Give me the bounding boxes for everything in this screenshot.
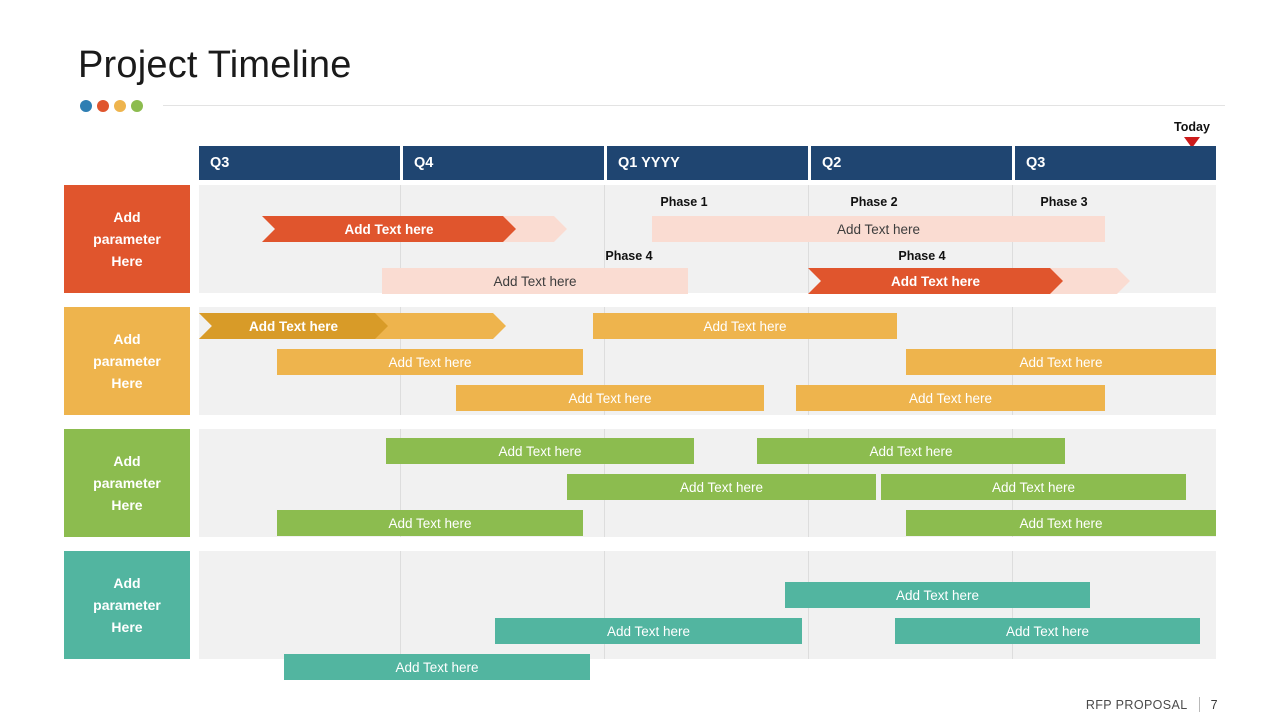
gantt-bar[interactable]: Add Text here [382,268,688,294]
today-marker: Today [1152,120,1232,148]
gantt-bar[interactable]: Add Text here [895,618,1200,644]
page-number: 7 [1210,697,1218,712]
accent-dot-4 [131,100,143,112]
gantt-bar[interactable]: Add Text here [906,510,1216,536]
gantt-bar[interactable]: Add Text here [757,438,1065,464]
row-track: Phase 1 Phase 2 Phase 3 Phase 4 Phase 4 Add T… [199,185,1216,294]
phase-caption: Phase 1 [660,195,708,209]
phase-caption: Phase 2 [850,195,898,209]
gridline [400,551,401,659]
chevron-progress: Add Text here [262,216,516,242]
phase-caption: Phase 4 [605,249,653,263]
gridline [604,551,605,659]
gridline [604,185,605,293]
gridline [400,429,401,537]
quarter-header-3[interactable]: Q1 YYYY [607,146,808,180]
phase-caption: Phase 4 [898,249,946,263]
gantt-bar[interactable]: Add Text here [277,349,583,375]
chevron-progress: Add Text here [808,268,1063,294]
gantt-bar[interactable]: Add Text here [906,349,1216,375]
phase-caption: Phase 3 [1040,195,1088,209]
gantt-bar[interactable]: Add Text here [495,618,802,644]
gantt-bar[interactable]: Add Text here [456,385,764,411]
gantt-bar[interactable]: Add Text here [567,474,876,500]
footer-text: RFP PROPOSAL [1085,697,1188,712]
gantt-bar[interactable]: Add Text here [881,474,1186,500]
title-divider [163,105,1225,106]
quarter-header-4[interactable]: Q2 [811,146,1012,180]
gantt-bar[interactable]: Add Text here [593,313,897,339]
gantt-bar[interactable]: Add Text here [652,216,1105,242]
quarter-header-1[interactable]: Q3 [199,146,400,180]
gridline [604,307,605,415]
quarter-header-5[interactable]: Q3 [1015,146,1216,180]
accent-dot-2 [97,100,109,112]
accent-dot-1 [80,100,92,112]
today-pointer-icon [1184,137,1200,148]
page-title: Project Timeline [78,44,352,86]
gantt-bar[interactable]: Add Text here [386,438,694,464]
gridline [808,307,809,415]
gantt-bar[interactable]: Add Text here [796,385,1105,411]
gantt-chevron[interactable]: Add Text here [262,216,567,242]
slide-footer: RFP PROPOSAL 7 [1086,697,1218,712]
accent-dot-3 [114,100,126,112]
title-accent-dots [80,100,143,112]
gantt-chevron[interactable]: Add Text here [199,313,506,339]
gantt-bar[interactable]: Add Text here [284,654,590,680]
today-label: Today [1174,120,1210,134]
footer-separator [1198,697,1200,712]
gantt-chevron[interactable]: Add Text here [808,268,1130,294]
quarter-header-2[interactable]: Q4 [403,146,604,180]
gantt-bar[interactable]: Add Text here [785,582,1090,608]
gantt-bar[interactable]: Add Text here [277,510,583,536]
chevron-progress: Add Text here [199,313,388,339]
